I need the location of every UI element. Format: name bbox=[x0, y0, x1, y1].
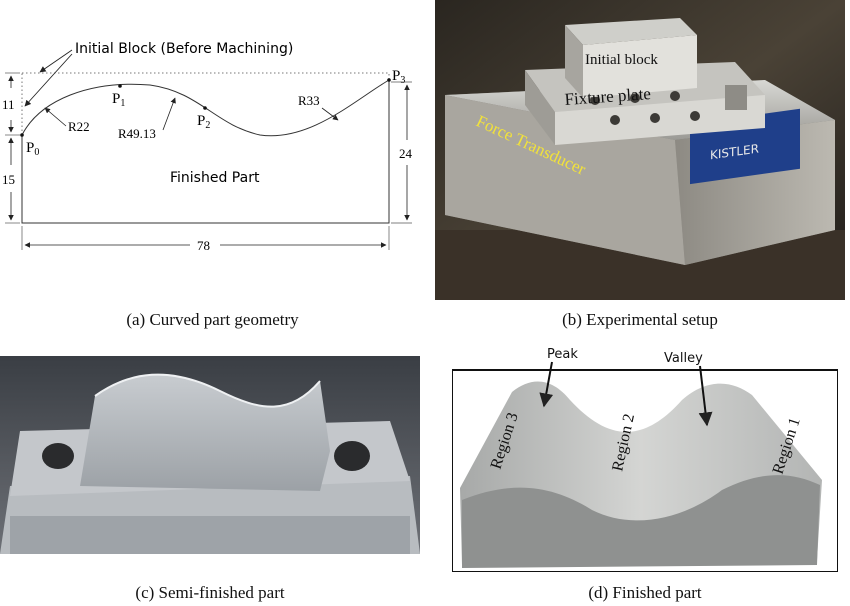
finished-part-photo: Peak Valley Region 3 Region 2 Region 1 bbox=[452, 347, 838, 572]
initial-block-outline bbox=[21, 72, 390, 224]
kistler-brand: KISTLER bbox=[710, 141, 760, 162]
label-peak: Peak bbox=[547, 347, 578, 362]
caption-c: (c) Semi-finished part bbox=[135, 583, 285, 602]
radius-r33: R33 bbox=[298, 93, 320, 108]
point-p1: P1 bbox=[112, 91, 125, 109]
dimension-24: 24 bbox=[399, 146, 413, 161]
point-p3: P3 bbox=[392, 68, 405, 86]
radius-r49: R49.13 bbox=[118, 126, 156, 141]
point-p2: P2 bbox=[197, 113, 210, 131]
experimental-setup-photo: KISTLER Initial block Fixture plate Forc… bbox=[435, 0, 845, 300]
dimension-11: 11 bbox=[2, 97, 15, 112]
finished-part-label: Finished Part bbox=[170, 170, 260, 186]
caption-d: (d) Finished part bbox=[588, 583, 702, 602]
label-initial-block: Initial block bbox=[585, 52, 658, 68]
label-valley: Valley bbox=[664, 351, 703, 366]
semi-finished-part-photo bbox=[0, 356, 420, 554]
finished-part-outline bbox=[21, 79, 390, 224]
initial-block-label: Initial Block (Before Machining) bbox=[75, 41, 293, 57]
dimension-15: 15 bbox=[2, 172, 15, 187]
radius-r22: R22 bbox=[68, 119, 90, 134]
caption-b: (b) Experimental setup bbox=[562, 310, 718, 329]
dimension-78: 78 bbox=[197, 238, 210, 253]
curved-part-geometry-diagram: P0 P1 P2 P3 Initial Block (Before Machin… bbox=[2, 41, 413, 253]
caption-a: (a) Curved part geometry bbox=[126, 310, 299, 329]
point-p0: P0 bbox=[26, 140, 39, 158]
